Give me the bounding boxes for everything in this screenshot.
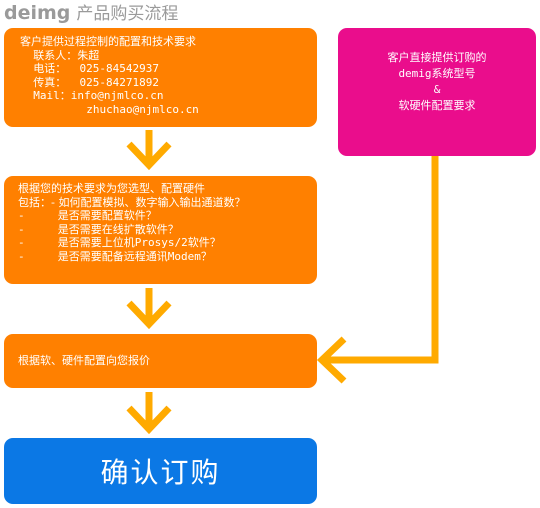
selection-line-4: - 是否需要在线扩散软件？ — [18, 222, 179, 236]
selection-line-2: 包括：- 如何配置模拟、数字输入输出通道数？ — [18, 195, 246, 209]
contact-line-6: zhuchao@njmlco.cn — [20, 102, 199, 116]
confirm-order-box: 确认订购 — [4, 438, 317, 504]
down-arrow-icon — [126, 288, 172, 330]
direct-order-line-3: & — [433, 83, 441, 96]
contact-line-5: Mail：info@njmlco.cn — [20, 89, 164, 102]
quote-text: 根据软、硬件配置向您报价 — [18, 354, 150, 368]
step-contact-box: 客户提供过程控制的配置和技术要求 联系人：朱超 电话： 025-84542937… — [4, 28, 317, 127]
selection-line-5: - 是否需要上位机Prosys/2软件？ — [18, 236, 221, 249]
step-selection-box: 根据您的技术要求为您选型、配置硬件 包括：- 如何配置模拟、数字输入输出通道数？… — [4, 176, 317, 284]
elbow-left-arrow-icon — [316, 156, 439, 384]
selection-line-6: - 是否需要配备远程通讯Modem？ — [18, 249, 212, 263]
down-arrow-icon — [126, 392, 172, 435]
step-quote-box: 根据软、硬件配置向您报价 — [4, 334, 317, 388]
contact-line-4: 传真： 025-84271892 — [20, 75, 159, 89]
down-arrow-icon — [126, 130, 172, 171]
confirm-order-text: 确认订购 — [100, 456, 221, 489]
selection-line-3: - 是否需要配置软件？ — [18, 209, 157, 222]
direct-order-line-1: 客户直接提供订购的 — [387, 51, 487, 64]
direct-order-box: 客户直接提供订购的 demig系统型号 & 软硬件配置要求 — [338, 28, 536, 156]
brand-name: deimg — [4, 2, 71, 24]
direct-order-line-2: demig系统型号 — [398, 67, 476, 80]
direct-order-line-4: 软硬件配置要求 — [398, 99, 476, 112]
selection-line-1: 根据您的技术要求为您选型、配置硬件 — [18, 182, 205, 195]
contact-line-2: 联系人：朱超 — [20, 48, 100, 62]
title-text: 产品购买流程 — [76, 4, 179, 24]
contact-line-1: 客户提供过程控制的配置和技术要求 — [20, 35, 196, 48]
contact-line-3: 电话： 025-84542937 — [20, 62, 159, 75]
